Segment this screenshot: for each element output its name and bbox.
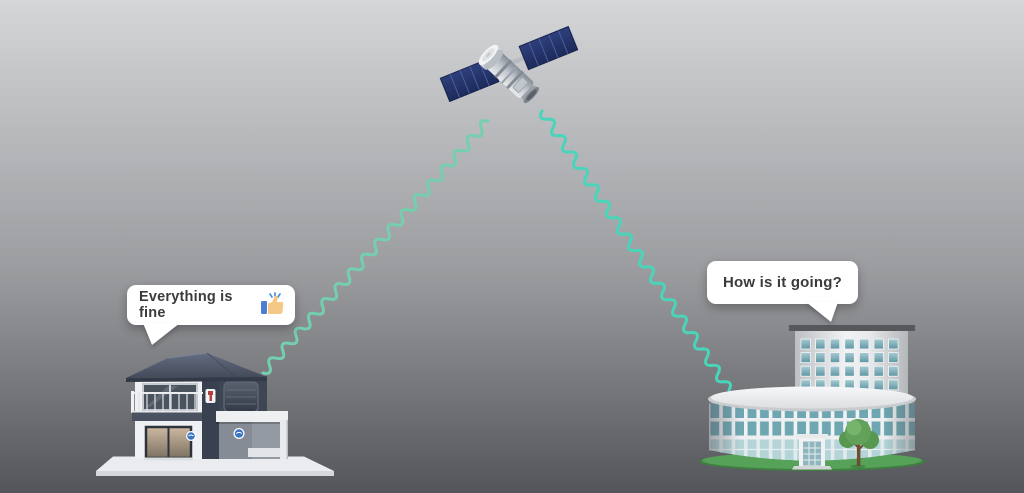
satellite-icon bbox=[439, 25, 579, 104]
thumbs-up-icon bbox=[261, 291, 284, 314]
office-building-icon bbox=[699, 325, 925, 471]
satellite-body bbox=[478, 44, 540, 104]
tower-windows bbox=[800, 338, 899, 391]
wall-logo bbox=[186, 431, 196, 441]
signal-wave-right bbox=[539, 109, 732, 392]
speech-bubble-right-text: How is it going? bbox=[722, 274, 843, 291]
wall-logo bbox=[233, 428, 245, 439]
house-icon bbox=[96, 352, 334, 476]
signal-wave-left bbox=[261, 119, 490, 375]
balcony bbox=[132, 411, 202, 421]
house-roof bbox=[126, 353, 267, 378]
tower-cap bbox=[789, 325, 915, 331]
speech-bubble-right-tail bbox=[806, 302, 838, 322]
carport-beam bbox=[216, 411, 288, 422]
solar-panel-right-icon bbox=[518, 25, 579, 71]
entrance-door bbox=[792, 434, 832, 470]
speech-bubble-right: How is it going? bbox=[707, 261, 858, 322]
speech-bubble-left: Everything is fine bbox=[127, 285, 295, 345]
speech-bubble-left-tail bbox=[143, 323, 180, 345]
speech-bubble-left-text: Everything is fine bbox=[139, 289, 233, 321]
tree-icon bbox=[839, 419, 879, 469]
